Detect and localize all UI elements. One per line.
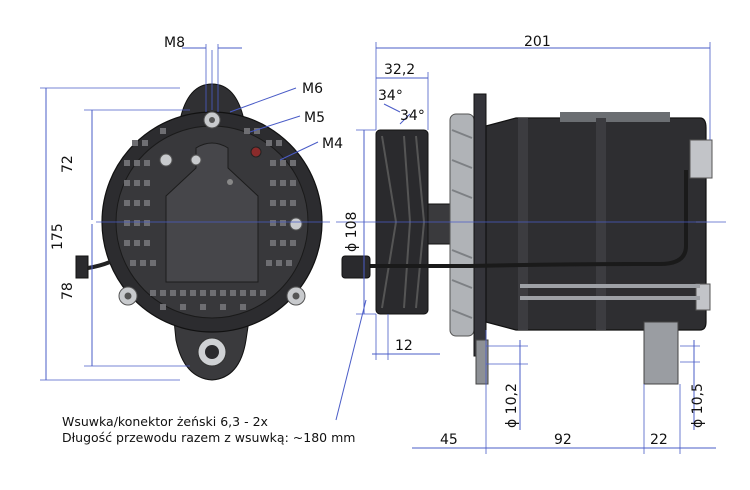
dim-32-2: 32,2	[384, 62, 415, 78]
dim-m4: M4	[322, 136, 343, 152]
note-cable-length: Długość przewodu razem z wsuwką: ~180 mm	[62, 430, 356, 445]
dim-angle-34-right: 34°	[400, 108, 425, 124]
dim-78: 78	[60, 282, 76, 300]
front-dimensions: 175 72 78 M8 M6 M5 M4	[40, 35, 343, 381]
dim-phi-10-5: ϕ 10,5	[690, 383, 706, 428]
dim-phi-10-2: ϕ 10,2	[504, 383, 520, 428]
dim-12: 12	[395, 338, 413, 354]
dim-phi-108: ϕ 108	[344, 212, 360, 252]
side-view	[336, 93, 726, 385]
dim-m8: M8	[164, 35, 185, 51]
dim-angle-34-left: 34°	[378, 88, 403, 104]
dim-m5: M5	[304, 110, 325, 126]
front-view	[75, 50, 330, 381]
dim-92: 92	[554, 432, 572, 448]
dim-72: 72	[60, 155, 76, 173]
vent-grid	[124, 128, 296, 310]
dim-201: 201	[524, 34, 551, 50]
dim-45: 45	[440, 432, 458, 448]
dim-m6: M6	[302, 81, 323, 97]
note-connector: Wsuwka/konektor żeński 6,3 - 2x	[62, 414, 268, 429]
side-dimensions: 201 32,2 34° 34° ϕ 108 12 ϕ 10,2 ϕ 10,5 …	[335, 34, 716, 454]
dim-22: 22	[650, 432, 668, 448]
bolt-heads	[118, 111, 306, 306]
dim-175: 175	[50, 223, 66, 250]
